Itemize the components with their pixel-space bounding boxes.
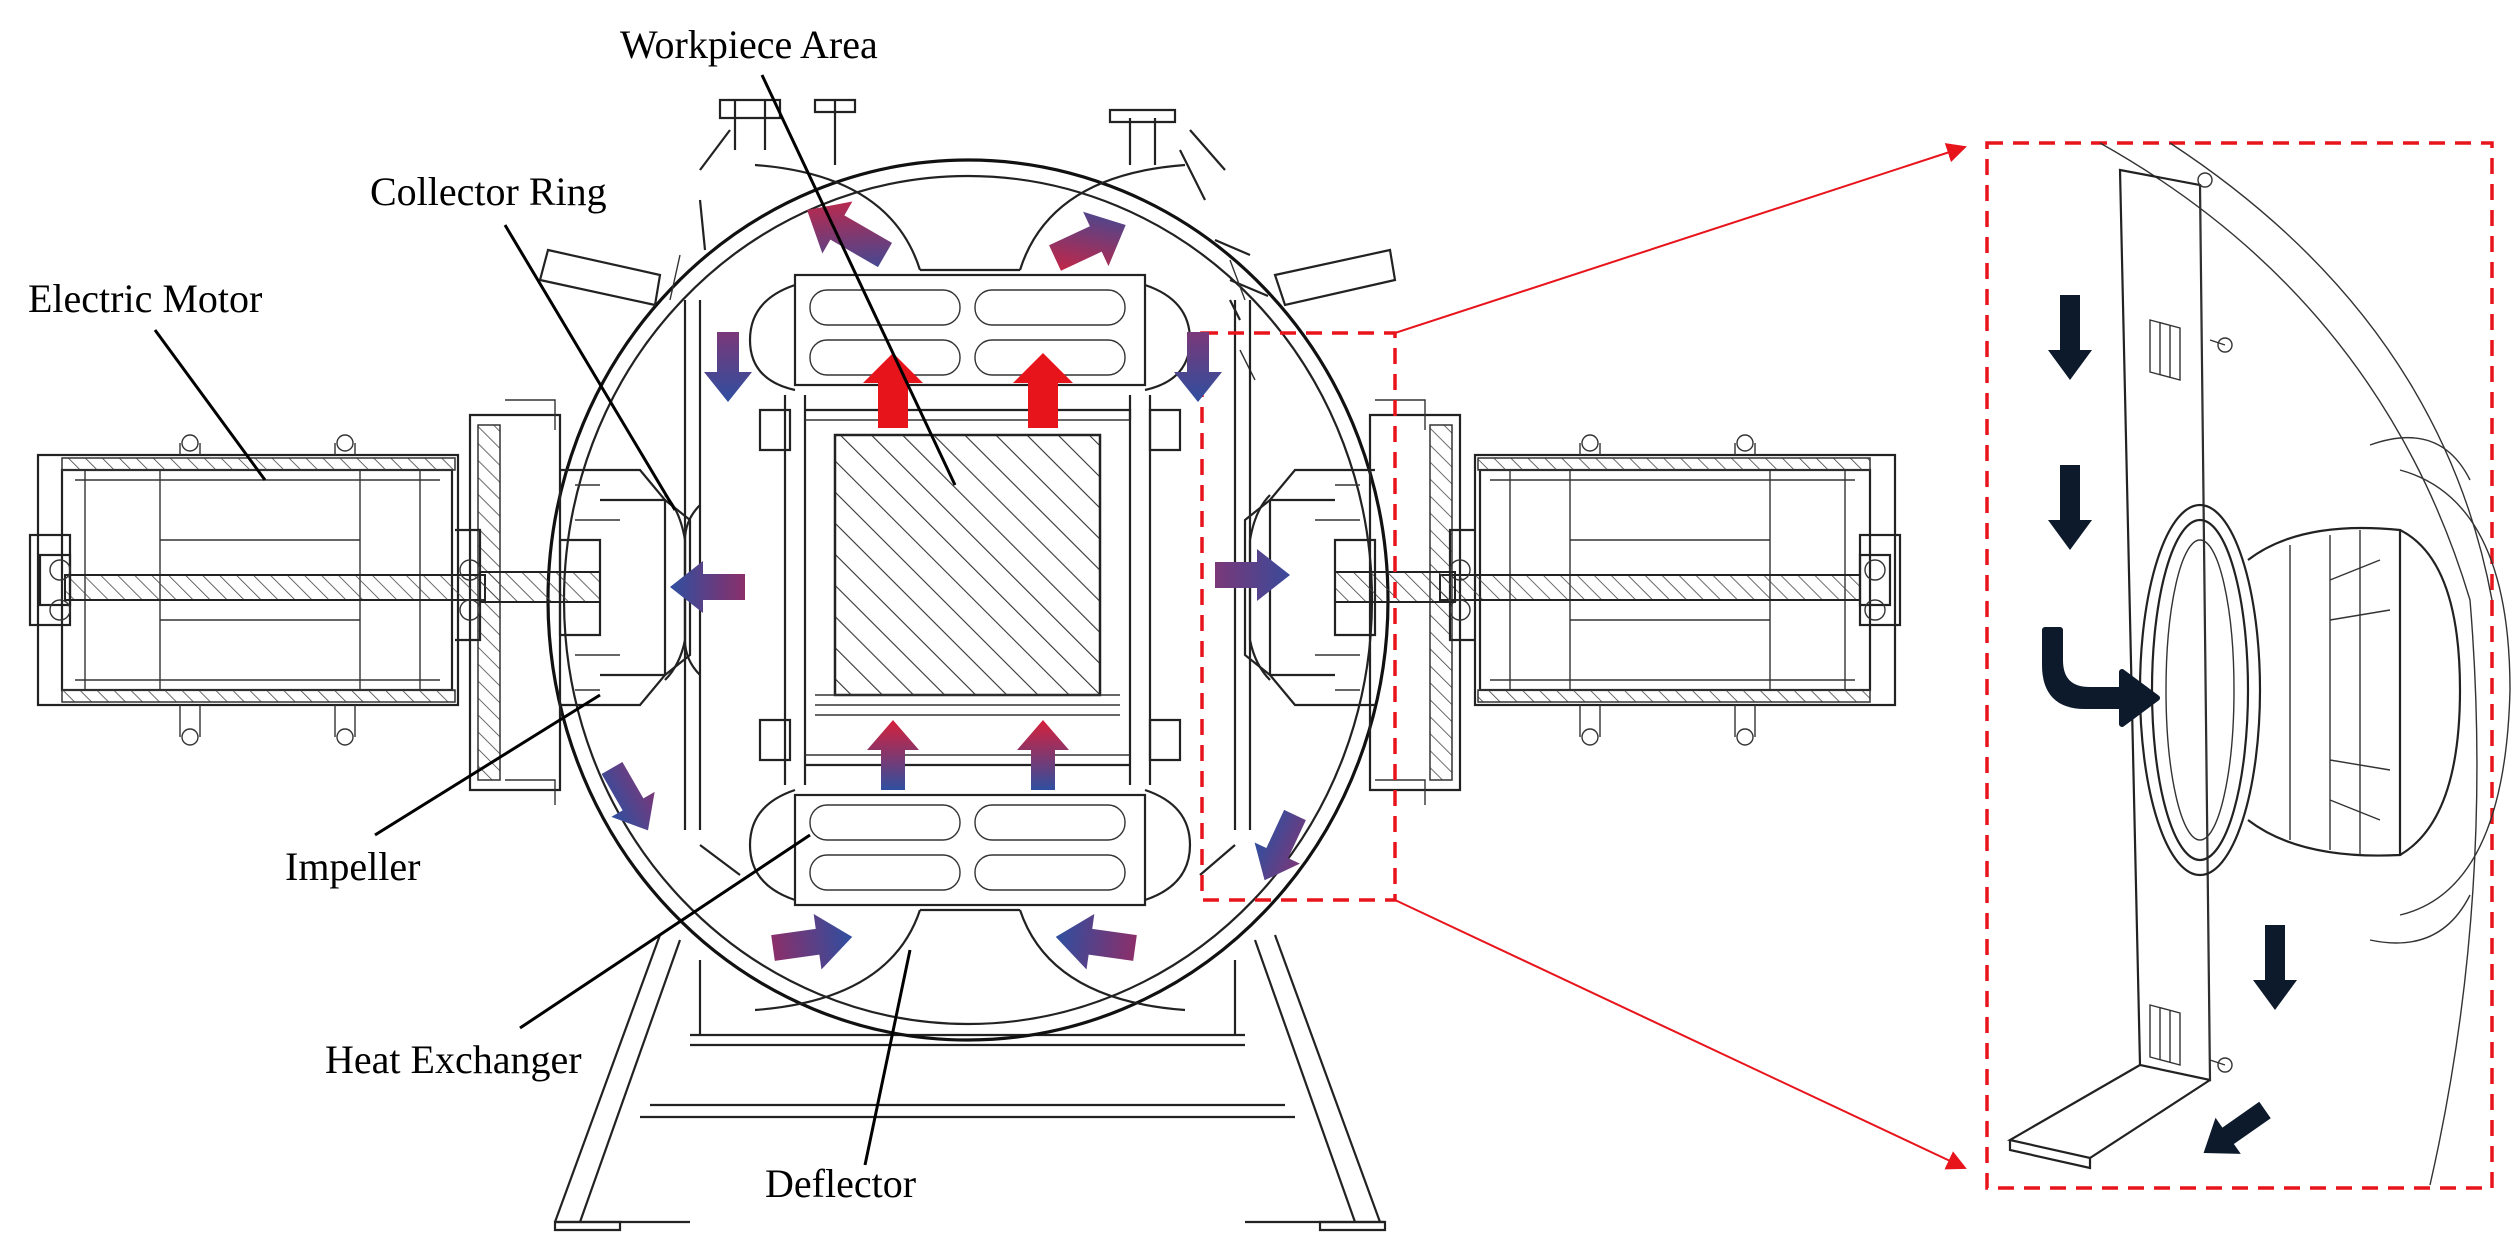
label-collector-ring: Collector Ring <box>370 169 607 214</box>
flow-arrow <box>867 720 919 790</box>
flow-arrow <box>1017 720 1069 790</box>
flow-arrow <box>1055 914 1137 970</box>
vessel-body <box>468 98 1462 1042</box>
detail-callout <box>1200 141 2494 1190</box>
dark-arrow <box>2048 465 2092 550</box>
label-electric-motor: Electric Motor <box>28 276 262 321</box>
flow-arrow <box>1215 549 1290 601</box>
right-impeller <box>1243 468 1456 707</box>
workpiece <box>833 433 1102 697</box>
flow-arrow <box>601 762 655 831</box>
support-stand <box>553 934 1387 1232</box>
flow-arrow <box>1049 211 1126 271</box>
flow-arrow <box>771 914 853 970</box>
label-impeller: Impeller <box>285 844 421 889</box>
dark-arrow <box>2203 1101 2271 1154</box>
flow-arrow <box>670 561 745 613</box>
flow-arrow <box>1254 809 1306 881</box>
right-motor <box>1439 434 1902 746</box>
flow-arrow <box>807 201 892 268</box>
callout-detail-box <box>1985 141 2494 1190</box>
dark-arrow <box>2042 627 2160 727</box>
callout-source-box <box>1200 331 1397 902</box>
dark-arrow <box>2253 925 2297 1010</box>
left-impeller <box>479 468 701 707</box>
labels: Workpiece Area Collector Ring Electric M… <box>28 22 916 1206</box>
label-deflector: Deflector <box>765 1161 916 1206</box>
label-heat-exchanger: Heat Exchanger <box>325 1037 582 1082</box>
flow-arrow <box>704 332 752 402</box>
label-workpiece-area: Workpiece Area <box>620 22 878 67</box>
flow-arrows <box>601 201 1306 970</box>
detail-view <box>2007 142 2511 1186</box>
flow-arrow <box>863 353 923 428</box>
leader-lines <box>153 74 957 1166</box>
left-motor <box>28 434 486 746</box>
inner-chamber <box>683 163 1252 1012</box>
flow-arrow <box>1174 332 1222 402</box>
dark-arrow <box>2048 295 2092 380</box>
flow-arrow <box>1013 353 1073 428</box>
detail-arrows <box>2042 295 2297 1154</box>
